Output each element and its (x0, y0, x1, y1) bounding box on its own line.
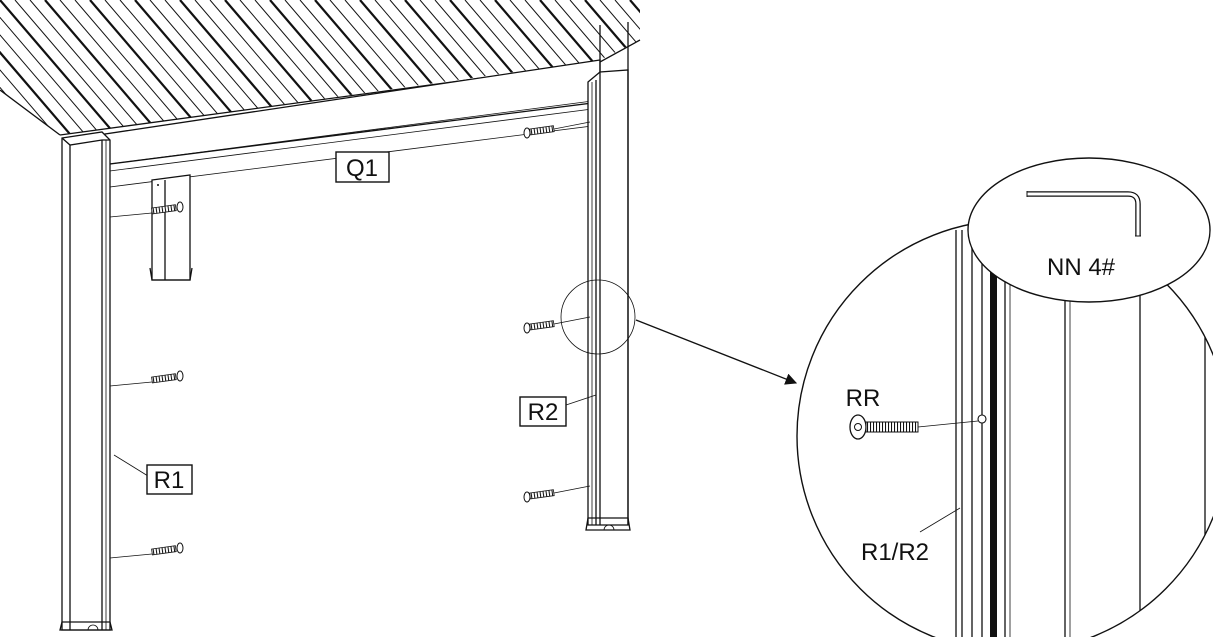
louver-slat (675, 0, 795, 140)
detail-screw (849, 414, 987, 440)
louver-slat (765, 0, 885, 140)
louver-slat (0, 0, 76, 135)
screw (109, 542, 184, 559)
r2-leader (565, 394, 597, 406)
screw (523, 485, 591, 503)
louver-slat (14, 0, 136, 135)
post-left-label: R1 (146, 464, 193, 495)
screws (109, 121, 591, 559)
tool-label-text: NN 4# (1047, 254, 1116, 281)
louver-slat (780, 0, 900, 140)
louver-slat (629, 0, 640, 135)
louver-slat (855, 0, 975, 140)
roof-left-edge (0, 89, 61, 136)
louver-slat (840, 0, 960, 140)
louver-slat (690, 0, 810, 140)
beam-label-text: Q1 (346, 155, 378, 182)
detail-post-profile (955, 230, 1206, 637)
post-right (585, 22, 631, 531)
screw (109, 201, 184, 218)
louver-slat (0, 0, 61, 135)
detail-callout-circle (560, 279, 636, 355)
louver-slat (660, 0, 780, 140)
louver-slat (29, 0, 151, 135)
louver-slat (720, 0, 840, 140)
louver-slat (750, 0, 870, 140)
roof-louvers (0, 0, 1005, 140)
screw-label-text: RR (846, 385, 881, 412)
post-right-label: R2 (519, 396, 567, 427)
beam-label: Q1 (335, 151, 390, 183)
rear-post (149, 174, 193, 281)
louver-slat (870, 0, 990, 140)
louver-slat (795, 0, 915, 140)
louver-slat (0, 0, 106, 135)
screw (523, 316, 591, 334)
louver-slat (645, 0, 765, 140)
louver-slat (885, 0, 1005, 140)
louver-slat (0, 0, 121, 135)
louver-slat (584, 0, 640, 135)
louver-slat (59, 0, 181, 135)
post-left (59, 131, 113, 631)
louver-slat (89, 0, 211, 135)
detail-arrow (635, 319, 798, 385)
detail-post-label-text: R1/R2 (861, 539, 929, 566)
post-left-label-text: R1 (154, 467, 185, 494)
louver-slat (0, 0, 16, 135)
post-right-label-text: R2 (528, 399, 559, 426)
louver-slat (825, 0, 945, 140)
louver-slat (0, 0, 91, 135)
screw (109, 370, 184, 387)
louver-slat (614, 0, 640, 135)
louver-slat (74, 0, 196, 135)
louver-slat (735, 0, 855, 140)
louver-slat (810, 0, 930, 140)
hex-key-icon (1026, 191, 1141, 237)
detail-view: RR R1/R2 (796, 219, 1213, 637)
r1-leader (113, 454, 149, 477)
tool-bubble: NN 4# (967, 157, 1211, 303)
louver-slat (705, 0, 825, 140)
screw (523, 121, 591, 139)
louver-slat (44, 0, 166, 135)
louver-slat (599, 0, 640, 135)
detail-post-leader (919, 507, 961, 533)
